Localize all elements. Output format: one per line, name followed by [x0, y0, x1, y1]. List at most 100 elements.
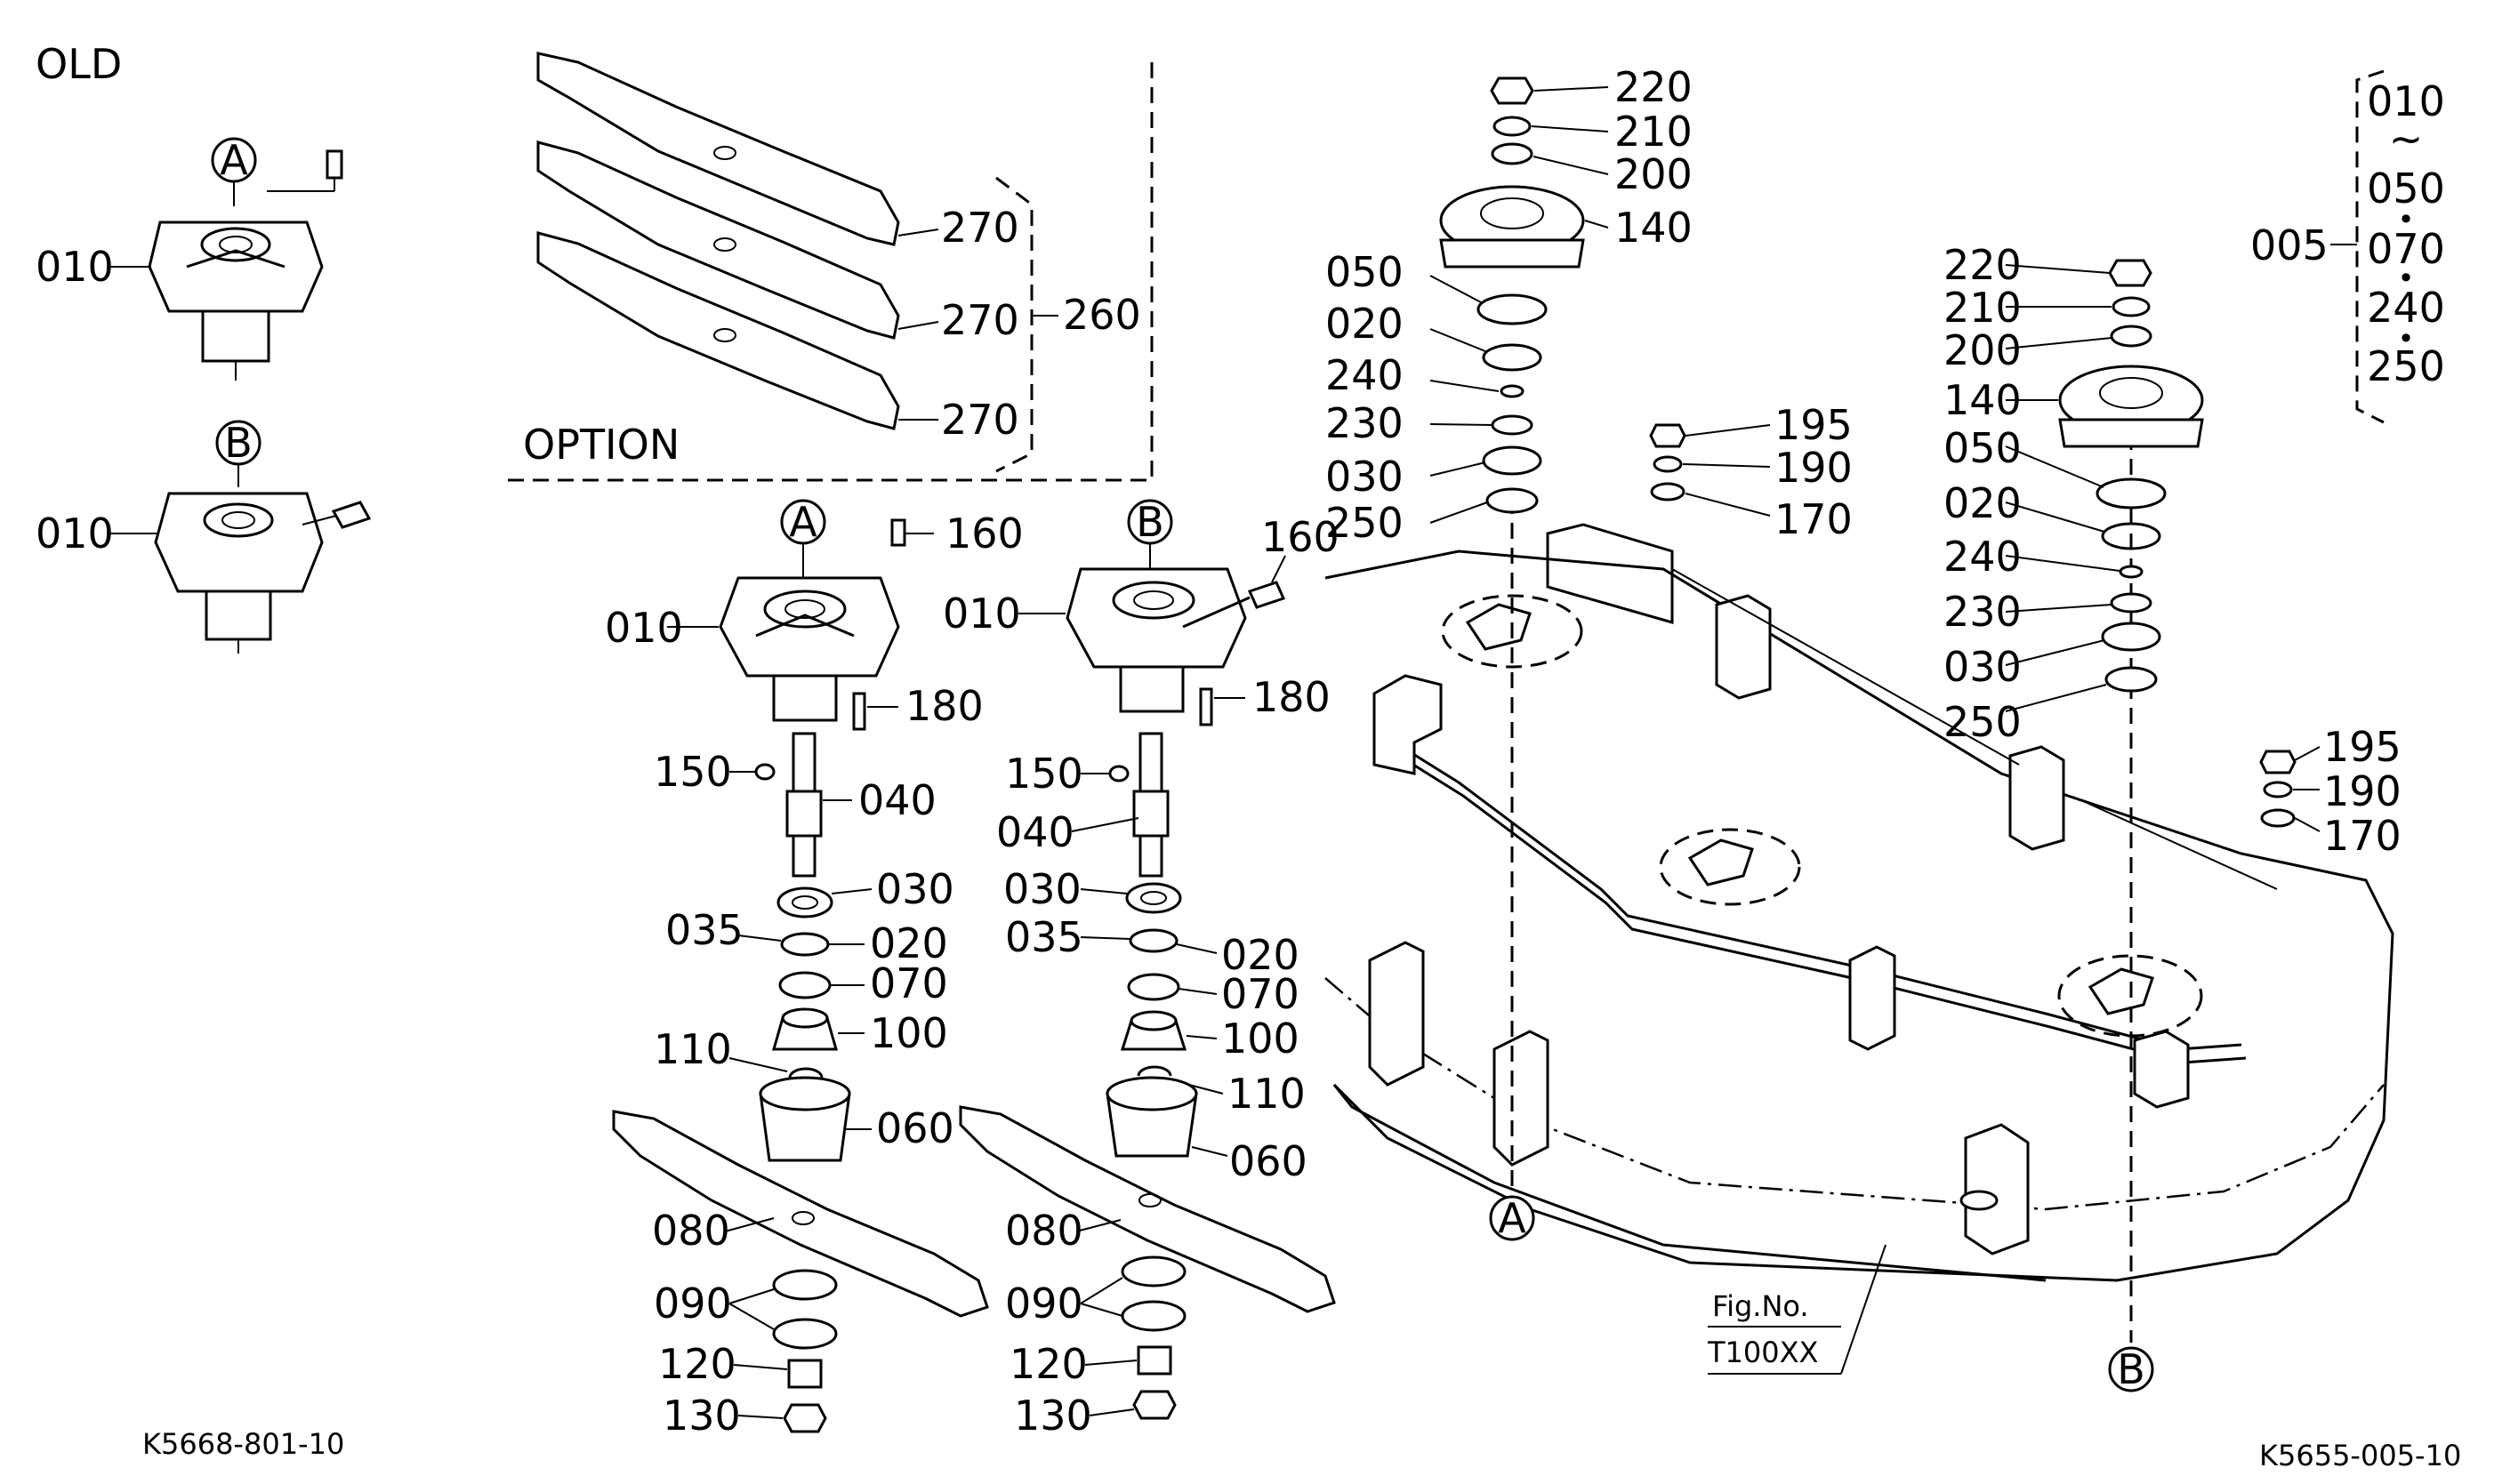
pl-240: 240 [1325, 351, 1404, 399]
marker-b-text: B [224, 419, 253, 467]
group-item-8: 250 [2367, 342, 2445, 390]
marker-a-text: A [789, 498, 817, 546]
spindle-assembly-a: A 160 010 180 150 040 030 035 020 070 [605, 498, 1024, 1440]
sb-010: 010 [943, 590, 1021, 638]
pl-140: 140 [1614, 204, 1693, 252]
sb-180: 180 [1252, 673, 1331, 721]
old-b-010: 010 [36, 509, 114, 558]
sa-070: 070 [870, 959, 948, 1007]
hl-190: 190 [1774, 444, 1853, 492]
option-blades: OPTION 270 270 270 260 [507, 52, 1154, 482]
sb-020: 020 [1221, 931, 1299, 979]
group-item-1: ~ [2389, 115, 2424, 163]
hr-170: 170 [2323, 812, 2401, 860]
marker-b-text: B [1136, 498, 1164, 546]
group-item-0: 010 [2367, 77, 2445, 125]
pr-030: 030 [1943, 643, 2022, 691]
pl-050: 050 [1325, 248, 1404, 296]
option-270-a: 270 [941, 204, 1019, 252]
pl-250: 250 [1325, 499, 1404, 547]
option-270-c: 270 [941, 396, 1019, 444]
group-item-4: 070 [2367, 225, 2445, 273]
hl-170: 170 [1774, 495, 1853, 543]
sb-060: 060 [1229, 1137, 1307, 1185]
pulley-column-right: 220 210 200 140 050 020 240 230 030 250 [1943, 241, 2204, 746]
group-item-2: 050 [2367, 164, 2445, 213]
sa-160: 160 [945, 509, 1024, 558]
deck-marker-a-text: A [1498, 1194, 1526, 1242]
deck-marker-b [2108, 1346, 2154, 1392]
sb-120: 120 [1010, 1340, 1088, 1388]
pr-250: 250 [1943, 698, 2022, 746]
option-label: OPTION [523, 421, 680, 469]
pl-210: 210 [1614, 108, 1693, 156]
group-item-5: • [2398, 261, 2415, 295]
sb-100: 100 [1221, 1015, 1299, 1063]
old-spindle-b: B 010 [36, 419, 372, 654]
pr-230: 230 [1943, 588, 2022, 636]
pl-030: 030 [1325, 453, 1404, 501]
sa-150: 150 [654, 748, 732, 796]
sa-060: 060 [876, 1104, 954, 1152]
group-item-3: • [2398, 203, 2415, 237]
spindle-assembly-b: B 160 010 180 150 040 030 035 020 070 [943, 498, 1339, 1440]
group-005-bracket: 005 010 ~ 050 • 070 • 240 • 250 [2250, 69, 2445, 424]
marker-a-text: A [220, 136, 248, 184]
pr-200: 200 [1943, 326, 2022, 374]
option-260: 260 [1063, 291, 1141, 339]
mower-deck: A B [1324, 409, 2394, 1393]
figure-number: Fig.No. T100XX [1707, 1244, 1887, 1375]
sa-090: 090 [654, 1279, 732, 1328]
ref-right: K5655-005-10 [2259, 1439, 2461, 1472]
sa-110: 110 [654, 1025, 732, 1073]
group-005-code: 005 [2250, 221, 2329, 269]
sa-120: 120 [658, 1340, 736, 1388]
fig-code: T100XX [1707, 1336, 1818, 1369]
sa-180: 180 [905, 682, 984, 730]
pr-210: 210 [1943, 284, 2022, 332]
sa-010: 010 [605, 604, 683, 652]
pr-220: 220 [1943, 241, 2022, 289]
sb-070: 070 [1221, 970, 1299, 1018]
pulley-column-left: 220 210 200 140 050 020 240 230 030 250 [1325, 63, 1693, 547]
hr-190: 190 [2323, 767, 2401, 815]
group-item-7: • [2398, 322, 2415, 356]
pl-230: 230 [1325, 399, 1404, 447]
pr-240: 240 [1943, 533, 2022, 581]
pr-050: 050 [1943, 424, 2022, 472]
sa-020: 020 [870, 919, 948, 967]
sb-035: 035 [1005, 913, 1083, 961]
sa-080: 080 [652, 1207, 730, 1255]
pl-220: 220 [1614, 63, 1693, 111]
sa-100: 100 [870, 1009, 948, 1057]
sb-150: 150 [1005, 750, 1083, 798]
pl-200: 200 [1614, 150, 1693, 198]
sa-040: 040 [858, 776, 937, 824]
sb-040: 040 [996, 808, 1074, 856]
old-heading: OLD [36, 40, 122, 88]
pl-020: 020 [1325, 300, 1404, 348]
sb-130: 130 [1014, 1392, 1092, 1440]
pr-020: 020 [1943, 479, 2022, 527]
hardware-stack-left: 195 190 170 [1649, 401, 1853, 543]
hardware-stack-right: 195 190 170 [2259, 723, 2401, 860]
sa-030: 030 [876, 865, 954, 913]
group-item-6: 240 [2367, 284, 2445, 332]
sa-035: 035 [665, 906, 744, 954]
sb-160: 160 [1261, 513, 1339, 561]
sb-110: 110 [1227, 1070, 1306, 1118]
deck-marker-a [1489, 1195, 1535, 1241]
pr-140: 140 [1943, 376, 2022, 424]
old-spindle-a: A 010 [36, 136, 343, 381]
fig-no-label: Fig.No. [1712, 1289, 1809, 1323]
ref-left: K5668-801-10 [142, 1427, 344, 1461]
option-270-b: 270 [941, 296, 1019, 344]
sb-030: 030 [1003, 865, 1082, 913]
sb-090: 090 [1005, 1279, 1083, 1328]
old-a-010: 010 [36, 243, 114, 291]
hl-195: 195 [1774, 401, 1853, 449]
deck-marker-b-text: B [2117, 1345, 2145, 1393]
sb-080: 080 [1005, 1207, 1083, 1255]
sa-130: 130 [663, 1392, 741, 1440]
